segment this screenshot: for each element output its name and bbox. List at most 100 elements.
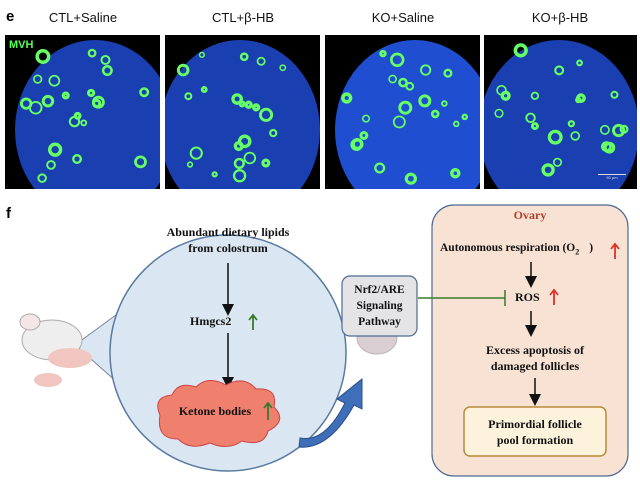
apoptosis-text: Excess apoptosis of [485,343,584,357]
follicle-mark [233,157,245,169]
follicle-mark [610,90,619,99]
follicle-mark [243,151,257,165]
follicle-mark [496,84,507,96]
follicle-mark [392,115,406,129]
nrf2-text: Nrf2/ARE [354,284,405,296]
follicle-mark [452,120,460,128]
follicle-mark [547,129,563,145]
ketone-cloud [157,380,281,447]
follicle-mark [261,158,271,168]
follicle-mark [388,74,397,84]
follicle-mark [420,64,432,76]
condition-label: KO+β-HB [531,10,589,25]
follicle-mark [259,107,274,122]
follicle-mark [619,124,629,134]
condition-label: KO+Saline [371,10,435,25]
follicle-mark [390,52,405,68]
follicle-mark [554,65,565,76]
pool-text: pool formation [496,433,574,447]
mice-icon [19,313,92,387]
up-arrow-green-icon [263,401,273,420]
panel-e-letter: e [6,8,15,25]
condition-label: CTL+β-HB [211,10,275,25]
follicle-mark [244,100,253,109]
condition-label: CTL+Saline [48,10,118,25]
follicle-mark [86,88,96,98]
respiration-text: Autonomous respiration (O [440,242,576,254]
follicle-mark [231,93,243,105]
follicle-mark [239,52,249,62]
nrf2-text: Signaling [356,300,403,312]
respiration-sub: 2 [575,247,580,257]
follicle-mark [599,124,610,135]
follicle-mark [47,142,63,157]
follicle-mark [405,81,415,91]
up-arrow-red-icon [610,242,620,259]
follicle-mark [87,48,97,58]
ketone-label: Ketone bodies [178,404,252,418]
follicle-mark [552,157,563,167]
nrf2-text: Pathway [358,316,401,328]
lipids-text: Abundant dietary lipids [166,225,290,239]
panel-f-letter: f [6,205,11,222]
follicle-mark [379,49,387,58]
ros-label: ROS [515,290,540,304]
follicle-mark [398,100,413,115]
follicle-mark [530,122,539,131]
follicle-mark [184,92,193,101]
follicle-mark [418,94,432,108]
up-arrow-red-icon [549,288,559,305]
follicle-mark [237,134,252,149]
follicle-mark [33,74,43,84]
micrograph-ko-saline [325,35,480,189]
nrf2-box [341,275,418,337]
tissue-section [335,40,480,189]
follicle-mark [186,161,194,168]
follicle-mark [176,63,190,77]
micrograph-ko-bhb [484,35,637,189]
follicle-mark [530,91,540,101]
follicle-mark [198,51,206,58]
follicle-mark [139,87,150,98]
follicle-mark [576,59,583,67]
follicle-mark [68,115,81,128]
follicle-mark [525,112,536,124]
follicle-mark [37,173,47,183]
follicle-mark [35,49,51,64]
follicle-mark [359,131,369,140]
follicle-mark [211,171,218,178]
apoptosis-text: damaged follicles [490,359,580,373]
tissue-section [165,40,320,189]
up-arrow-green-icon [248,313,258,330]
scale-bar: 50 μm [598,174,626,180]
follicle-mark [269,128,278,138]
follicle-mark [441,100,448,107]
follicle-mark [341,92,353,104]
follicle-mark [189,146,203,160]
follicle-mark [361,114,371,123]
follicle-mark [100,54,111,65]
stain-label: MVH [9,39,34,51]
follicle-mark [567,120,575,128]
follicle-mark [443,68,453,78]
follicle-mark [570,131,581,141]
follicle-mark [541,163,555,177]
follicle-mark [80,119,88,127]
follicle-mark [430,109,440,119]
blue-arrow [298,377,363,448]
follicle-mark [279,64,287,72]
ovary-title: Ovary [513,208,547,222]
follicle-mark [48,74,61,87]
follicle-mark [404,172,417,185]
lipids-text: from colostrum [188,241,268,255]
hmgcs2-label: Hmgcs2 [190,314,232,328]
pool-box [463,406,607,457]
micrograph-ctl-saline [5,35,160,189]
follicle-mark [232,169,247,183]
respiration-end: ) [589,242,594,254]
follicle-mark [398,77,408,88]
follicle-mark [603,141,616,154]
follicle-mark [134,155,147,169]
follicle-mark [513,43,528,58]
